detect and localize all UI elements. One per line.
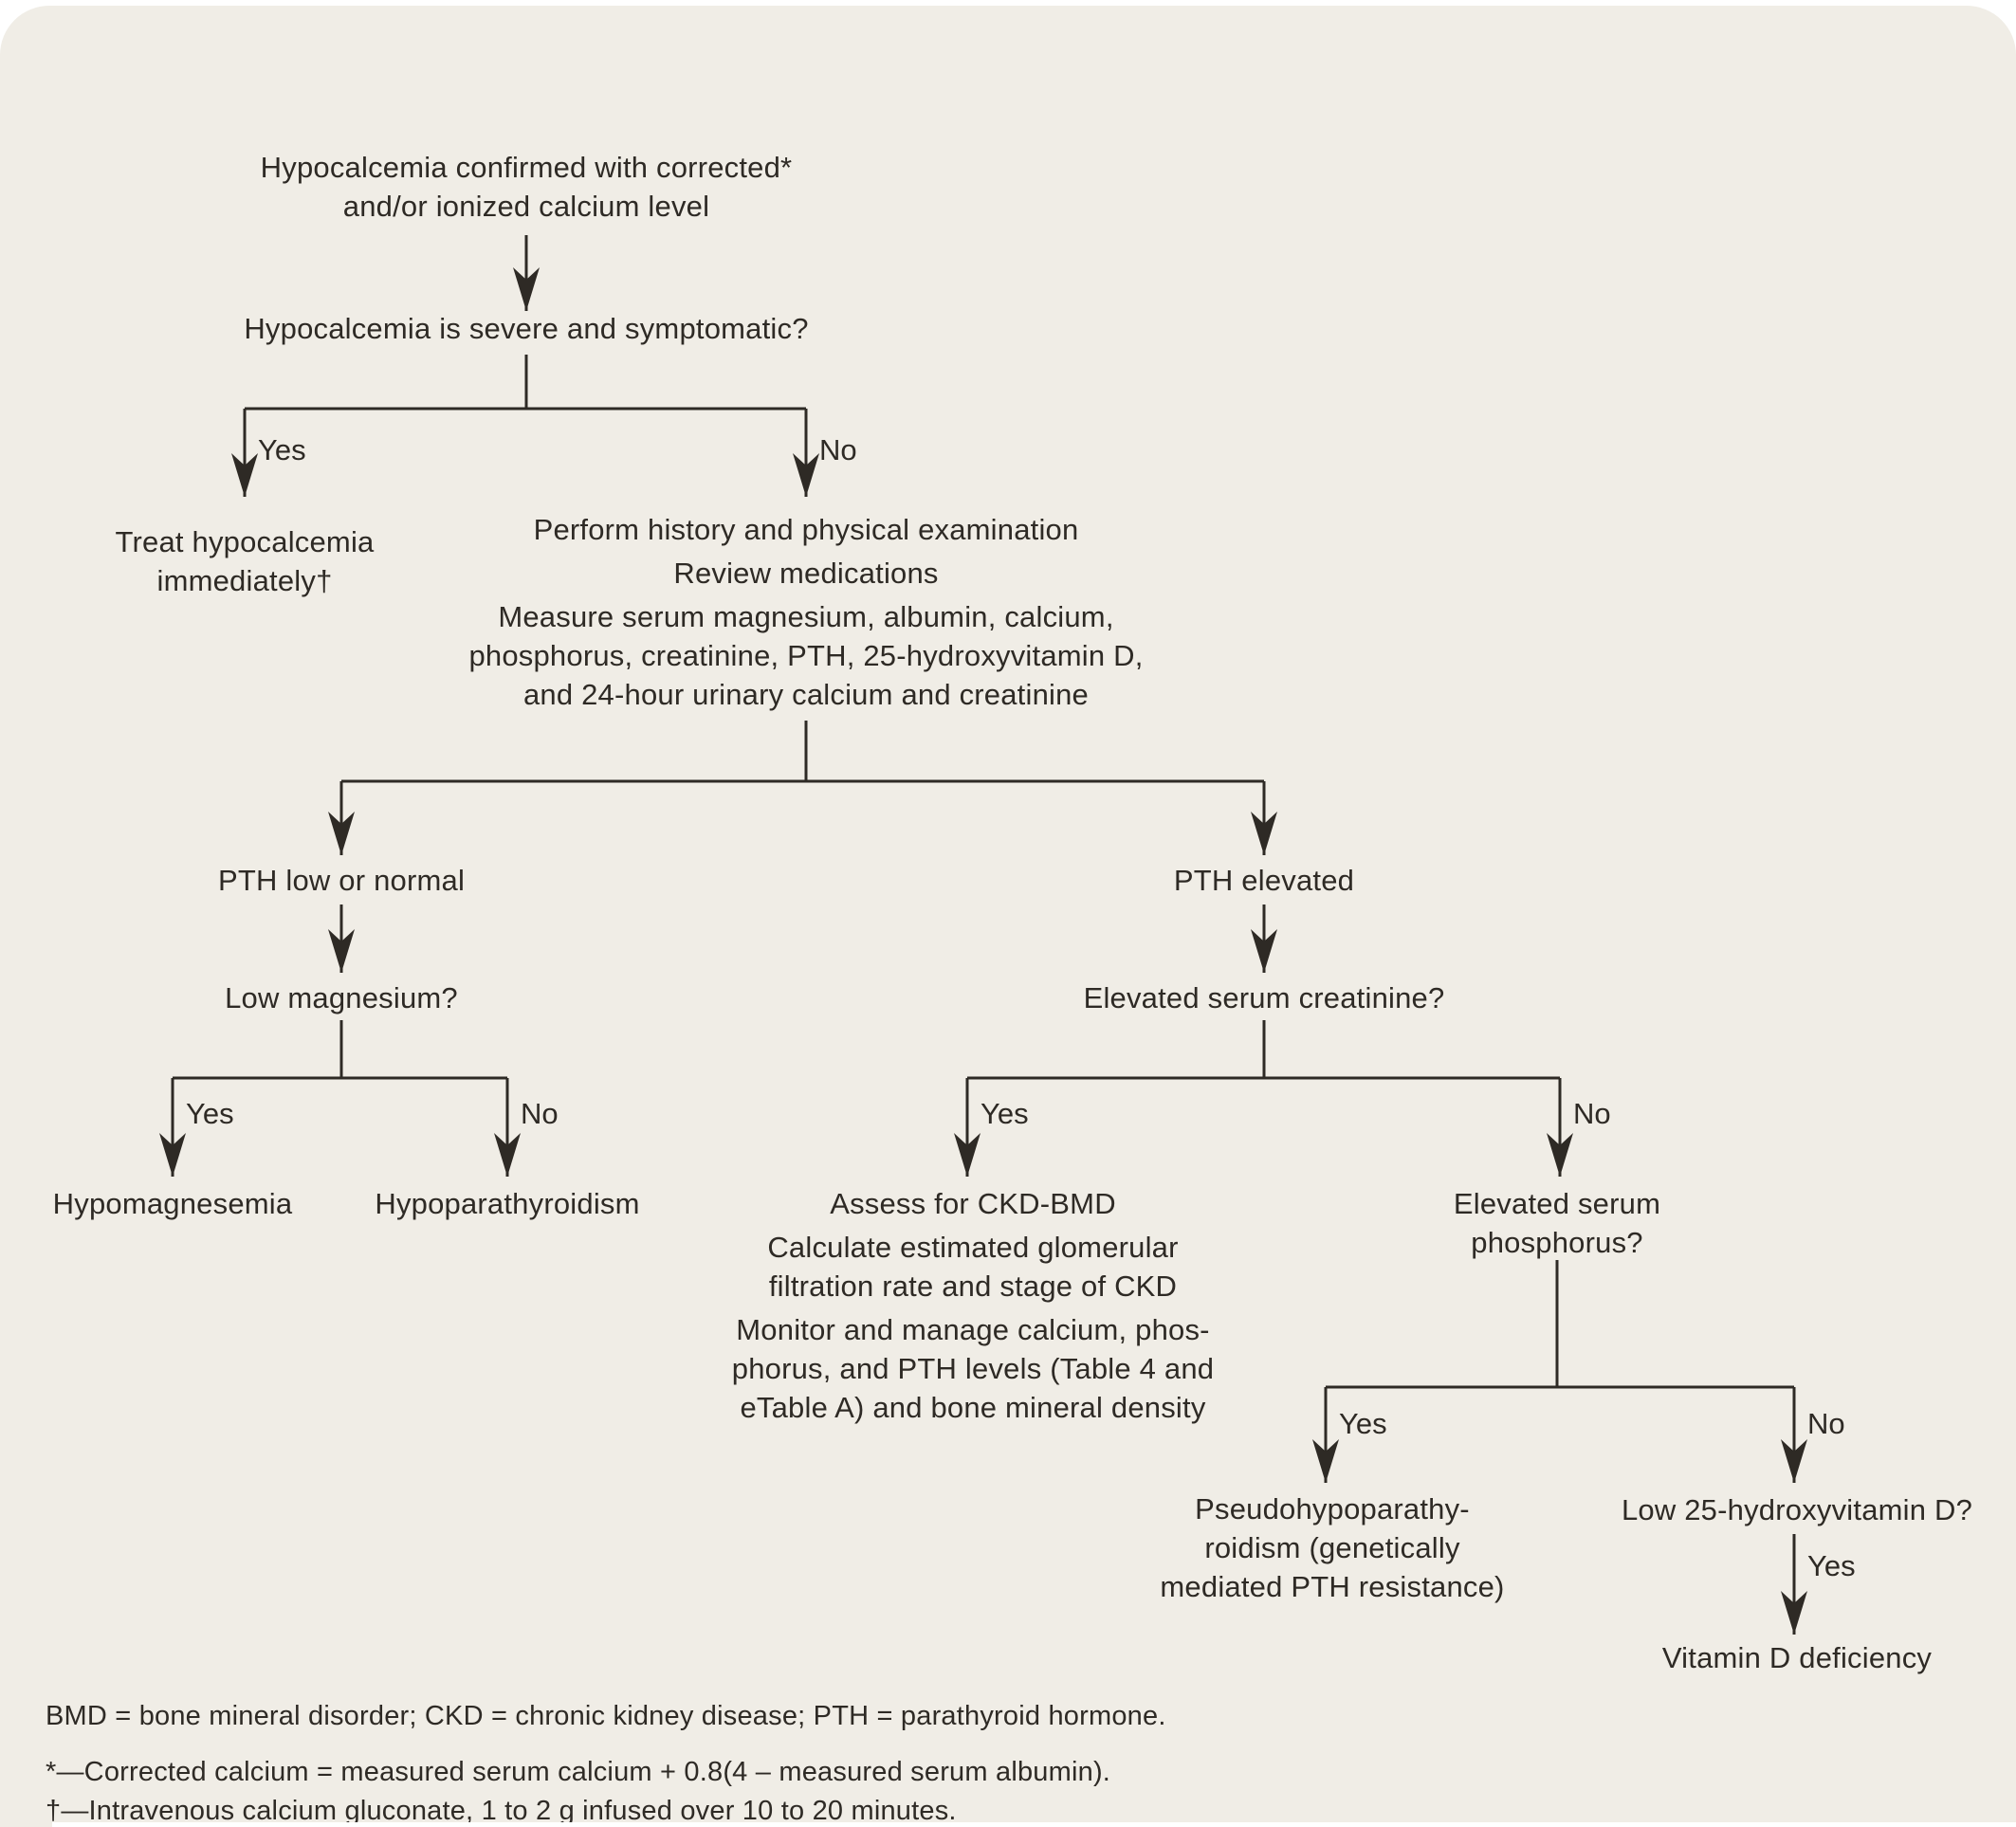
- node-low-vitamin-d: Low 25-hydroxyvitamin D?: [1622, 1490, 1972, 1529]
- node-text-line: Measure serum magnesium, albumin, calciu…: [498, 600, 1114, 633]
- branch-label-no-severe: No: [819, 433, 857, 466]
- branch-label-no-phosphorus: No: [1807, 1407, 1845, 1440]
- line-severe-split: [245, 355, 806, 411]
- node-text-line: Treat hypocalcemia: [115, 525, 375, 558]
- node-hypomagnesemia: Hypomagnesemia: [53, 1184, 293, 1223]
- branch-label-no-creatinine: No: [1573, 1097, 1611, 1130]
- node-confirm: Hypocalcemia confirmed with corrected* a…: [261, 148, 793, 226]
- algorithm-panel: Hypocalcemia confirmed with corrected* a…: [0, 6, 2016, 1827]
- node-paragraph: Monitor and manage calcium, phos- phorus…: [732, 1310, 1214, 1427]
- footnote-abbreviations: BMD = bone mineral disorder; CKD = chron…: [46, 1701, 1166, 1731]
- branch-label-yes-phosphorus: Yes: [1339, 1407, 1387, 1440]
- branch-label-yes-severe: Yes: [258, 433, 306, 466]
- node-text-line: Calculate estimated glomerular: [767, 1231, 1179, 1264]
- node-text-line: Low magnesium?: [225, 981, 458, 1014]
- node-text-line: Hypomagnesemia: [52, 1187, 293, 1220]
- node-text-line: and 24-hour urinary calcium and creatini…: [522, 678, 1089, 711]
- node-text-line: Hypocalcemia is severe and symptomatic?: [244, 312, 809, 345]
- line-workup-split: [341, 721, 1264, 783]
- branch-label-yes-lowvitd: Yes: [1807, 1549, 1856, 1582]
- node-text-line: Perform history and physical examination: [533, 513, 1079, 546]
- branch-label-yes-creatinine: Yes: [981, 1097, 1029, 1130]
- footnote-iv-calcium: †—Intravenous calcium gluconate, 1 to 2 …: [46, 1796, 957, 1826]
- node-text-line: Assess for CKD-BMD: [830, 1187, 1116, 1220]
- node-text-line: and/or ionized calcium level: [342, 190, 710, 223]
- node-low-magnesium: Low magnesium?: [225, 978, 458, 1017]
- node-text-line: Low 25-hydroxyvitamin D?: [1621, 1493, 1973, 1526]
- node-paragraph: Review medications: [468, 554, 1143, 593]
- node-severe-question: Hypocalcemia is severe and symptomatic?: [244, 309, 808, 348]
- node-pseudohypoparathyroidism: Pseudohypoparathy- roidism (genetically …: [1160, 1489, 1504, 1606]
- node-text-line: mediated PTH resistance): [1160, 1570, 1505, 1603]
- footnote-corrected-calcium: *—Corrected calcium = measured serum cal…: [46, 1757, 1111, 1787]
- node-paragraph: Assess for CKD-BMD: [732, 1184, 1214, 1223]
- node-treat-immediately: Treat hypocalcemia immediately†: [116, 522, 375, 600]
- node-text-line: Pseudohypoparathy-: [1195, 1492, 1470, 1526]
- node-hypoparathyroidism: Hypoparathyroidism: [375, 1184, 639, 1223]
- node-text-line: immediately†: [156, 564, 333, 597]
- node-text-line: Monitor and manage calcium, phos-: [736, 1313, 1210, 1346]
- line-creatinine-split: [967, 1020, 1560, 1080]
- node-paragraph: Measure serum magnesium, albumin, calciu…: [468, 597, 1143, 714]
- flowchart-connectors: [159, 235, 1807, 1635]
- node-text-line: Elevated serum: [1453, 1187, 1661, 1220]
- node-text-line: Hypocalcemia confirmed with corrected*: [260, 151, 793, 184]
- node-text-line: phorus, and PTH levels (Table 4 and: [731, 1352, 1215, 1385]
- node-workup: Perform history and physical examination…: [468, 510, 1143, 714]
- node-pth-elevated: PTH elevated: [1174, 861, 1354, 900]
- node-text-line: Elevated serum creatinine?: [1083, 981, 1445, 1014]
- node-elevated-creatinine: Elevated serum creatinine?: [1084, 978, 1445, 1017]
- line-phosphorus-split: [1326, 1260, 1794, 1389]
- node-text-line: Vitamin D deficiency: [1661, 1641, 1933, 1674]
- node-pth-low: PTH low or normal: [218, 861, 465, 900]
- node-paragraph: Perform history and physical examination: [468, 510, 1143, 549]
- node-text-line: Review medications: [673, 557, 939, 590]
- node-ckd-bmd: Assess for CKD-BMD Calculate estimated g…: [732, 1184, 1214, 1427]
- node-text-line: phosphorus, creatinine, PTH, 25-hydroxyv…: [468, 639, 1144, 672]
- node-elevated-phosphorus: Elevated serum phosphorus?: [1454, 1184, 1660, 1262]
- node-text-line: roidism (genetically: [1204, 1531, 1460, 1564]
- line-lowmag-split: [173, 1020, 507, 1080]
- node-vitamin-d-deficiency: Vitamin D deficiency: [1662, 1638, 1932, 1677]
- node-text-line: phosphorus?: [1471, 1226, 1643, 1259]
- node-text-line: filtration rate and stage of CKD: [768, 1270, 1178, 1303]
- node-text-line: eTable A) and bone mineral density: [740, 1391, 1206, 1424]
- bottom-divider: [52, 1822, 2016, 1827]
- node-text-line: Hypoparathyroidism: [375, 1187, 640, 1220]
- node-text-line: PTH low or normal: [217, 864, 466, 897]
- branch-label-yes-lowmag: Yes: [186, 1097, 234, 1130]
- node-text-line: PTH elevated: [1173, 864, 1355, 897]
- node-paragraph: Calculate estimated glomerular filtratio…: [732, 1228, 1214, 1306]
- branch-label-no-lowmag: No: [521, 1097, 559, 1130]
